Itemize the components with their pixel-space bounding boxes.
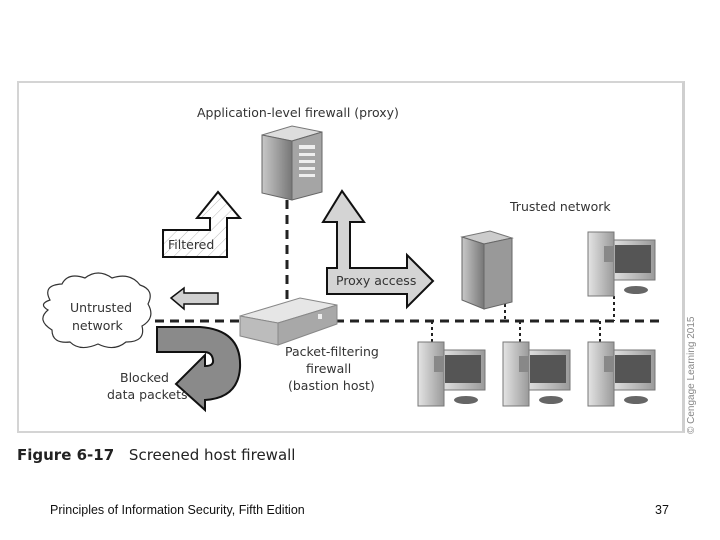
packet-filter-label-3: (bastion host)	[288, 378, 375, 393]
workstation-icon	[417, 341, 486, 407]
workstation-icon	[587, 231, 656, 297]
blocked-label-1: Blocked	[120, 370, 169, 385]
untrusted-label-1: Untrusted	[70, 300, 132, 315]
trusted-server-icon	[460, 230, 514, 310]
page-number: 37	[655, 503, 669, 517]
outbound-arrow	[169, 286, 219, 311]
untrusted-label-2: network	[72, 318, 124, 333]
figure-title: Screened host firewall	[128, 446, 296, 464]
figure-number: Figure 6-17	[17, 446, 115, 464]
book-title: Principles of Information Security, Fift…	[50, 503, 305, 517]
packet-filter-label-1: Packet-filtering	[285, 344, 379, 359]
blocked-label-2: data packets	[107, 387, 188, 402]
figure-caption: Figure 6-17 Screened host firewall	[17, 446, 295, 464]
untrusted-cloud-icon	[42, 272, 152, 349]
packet-filter-router-icon	[239, 297, 338, 346]
proxy-label: Application-level firewall (proxy)	[197, 105, 399, 120]
workstation-icon	[587, 341, 656, 407]
proxy-access-label: Proxy access	[336, 273, 416, 288]
proxy-access-arrow	[321, 189, 435, 310]
workstation-icon	[502, 341, 571, 407]
trusted-network-label: Trusted network	[509, 199, 611, 214]
packet-filter-label-2: firewall	[306, 361, 351, 376]
filtered-label: Filtered	[168, 237, 214, 252]
proxy-server-icon	[261, 125, 323, 201]
network-lines	[155, 200, 665, 342]
blocked-packets-arrow	[156, 326, 242, 413]
filtered-arrow	[162, 190, 243, 258]
copyright-notice: © Cengage Learning 2015	[686, 316, 697, 434]
